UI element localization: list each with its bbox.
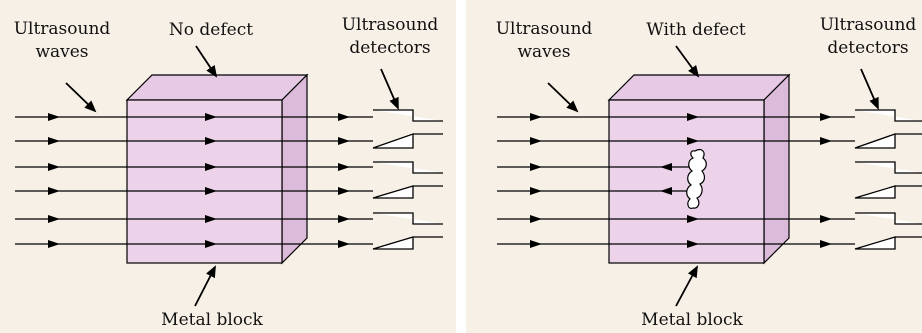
arrowhead-reflected [660, 187, 672, 195]
arrowhead [338, 187, 350, 195]
ultrasound-detectors [372, 109, 443, 250]
waves-label-line2: waves [517, 42, 570, 62]
arrowhead [820, 137, 832, 145]
no-defect-title: No defect [169, 20, 253, 40]
pointer-waves [547, 82, 579, 113]
metal-block [607, 73, 791, 265]
arrowhead [48, 240, 60, 248]
metal-block [125, 73, 309, 265]
block-side-face [281, 73, 308, 265]
arrowhead [338, 240, 350, 248]
block-front-face [126, 99, 283, 264]
detectors-label-line1: Ultrasound [342, 15, 439, 35]
arrowhead [530, 113, 542, 121]
with-defect-diagram: Ultrasound waves With defect Ultrasound … [466, 0, 922, 333]
detectors-label-line1: Ultrasound [820, 15, 917, 35]
arrowhead [687, 113, 699, 121]
detectors-label-line2: detectors [827, 38, 908, 58]
arrowhead [530, 163, 542, 171]
arrowhead [205, 113, 217, 121]
pointer-detectors [380, 68, 399, 110]
arrowhead [530, 137, 542, 145]
label-pointers [547, 45, 879, 307]
arrowhead [205, 187, 217, 195]
detector [854, 212, 922, 250]
waves-label-line1: Ultrasound [496, 19, 593, 39]
block-front-face [608, 99, 765, 264]
arrowhead [530, 187, 542, 195]
detector [372, 212, 443, 250]
arrowhead [530, 215, 542, 223]
label-pointers [65, 45, 399, 307]
arrowhead [530, 240, 542, 248]
block-top-face [125, 74, 309, 101]
arrowhead-reflected [660, 163, 672, 171]
arrowhead [338, 113, 350, 121]
wave-arrowheads [530, 113, 832, 248]
pointer-waves [65, 82, 97, 113]
block-side-face [763, 73, 790, 265]
block-top-face [607, 74, 791, 101]
pointer-no-defect [195, 45, 218, 78]
arrowhead [687, 215, 699, 223]
arrowhead [205, 215, 217, 223]
arrowhead [687, 137, 699, 145]
pointer-metal-block [194, 265, 216, 307]
detector [372, 161, 443, 199]
panel-no-defect: Ultrasound waves No defect Ultrasound de… [0, 0, 456, 333]
arrowhead [338, 215, 350, 223]
waves-label-line2: waves [35, 42, 88, 62]
with-defect-title: With defect [646, 20, 746, 40]
pointer-detectors [860, 68, 879, 110]
pointer-with-defect [675, 45, 700, 78]
arrowhead [820, 113, 832, 121]
pointer-metal-block [675, 265, 698, 307]
detector [854, 109, 922, 149]
arrowhead [820, 240, 832, 248]
arrowhead [205, 137, 217, 145]
arrowhead [205, 240, 217, 248]
arrowhead [48, 137, 60, 145]
arrowhead [205, 163, 217, 171]
arrowhead [338, 137, 350, 145]
arrowhead [820, 215, 832, 223]
arrowhead [48, 163, 60, 171]
waves-label-line1: Ultrasound [14, 19, 111, 39]
detector-no-signal [854, 161, 922, 199]
ultrasound-waves [15, 116, 373, 245]
arrowhead [338, 163, 350, 171]
metal-block-label: Metal block [161, 310, 263, 330]
detectors-label-line2: detectors [349, 38, 430, 58]
wave-arrowheads [48, 113, 350, 248]
arrowhead [48, 215, 60, 223]
arrowhead [48, 187, 60, 195]
defect-crack [686, 148, 707, 209]
metal-block-label: Metal block [641, 310, 743, 330]
detector [372, 109, 443, 149]
arrowhead [687, 240, 699, 248]
ultrasound-detectors [854, 109, 922, 250]
panel-with-defect: Ultrasound waves With defect Ultrasound … [466, 0, 922, 333]
no-defect-diagram: Ultrasound waves No defect Ultrasound de… [0, 0, 456, 333]
arrowhead [48, 113, 60, 121]
